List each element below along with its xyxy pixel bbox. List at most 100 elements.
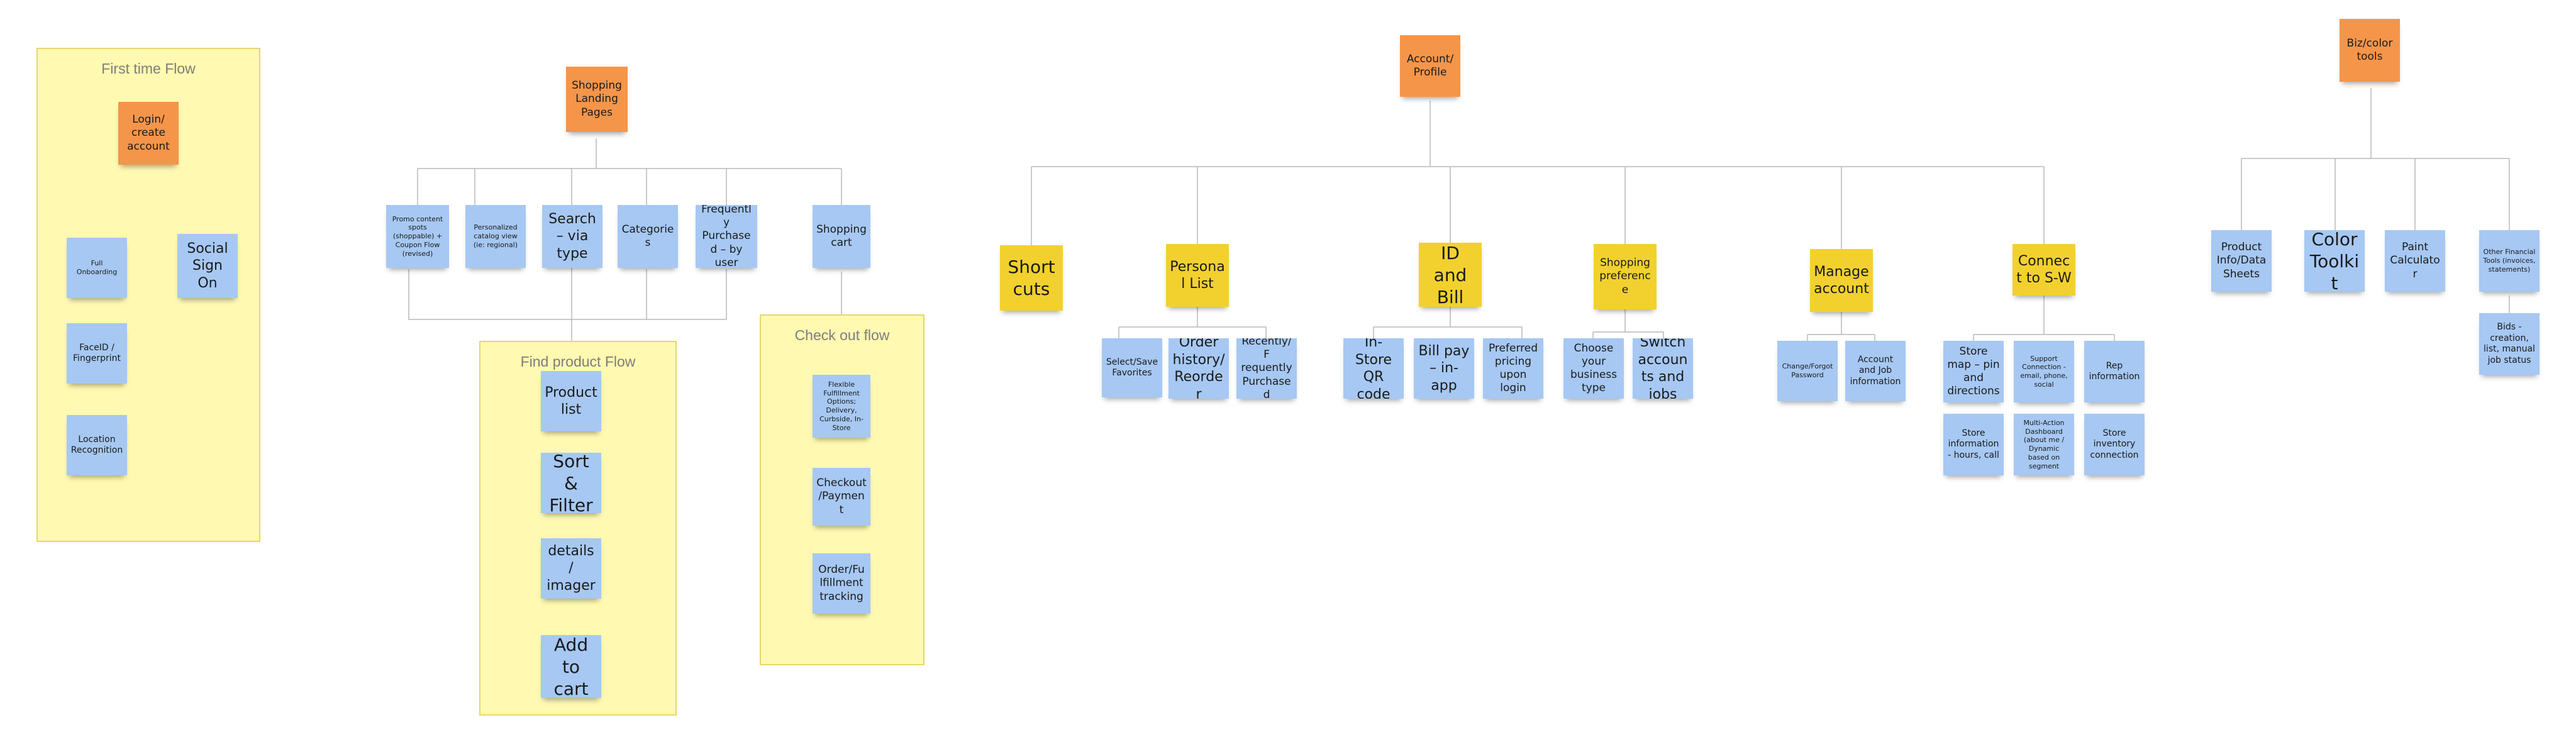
note-order-history-reorder[interactable]: Order history/ Reorder [1169,338,1229,399]
frame-title: Check out flow [794,327,890,343]
note-store-information[interactable]: Store information - hours, call [1943,414,2004,475]
note-connect-to-sw[interactable]: Connect to S-W [2012,244,2075,296]
note-color-toolkit[interactable]: Color Toolkit [2304,230,2365,292]
note-text: Store inventory connection [2090,428,2139,460]
note-paint-calculator[interactable]: Paint Calculator [2385,230,2445,292]
note-text: Social Sign On [187,240,228,291]
note-text: Bill pay – in-app [1418,343,1470,394]
note-text: Preferred pricing upon login [1488,341,1538,395]
note-promo-content-spots[interactable]: Promo content spots (shoppable) + Coupon… [386,205,449,268]
note-preferred-pricing[interactable]: Preferred pricing upon login [1483,338,1543,399]
note-location-recognition[interactable]: Location Recognition [67,415,127,475]
note-switch-accounts-jobs[interactable]: Switch accounts and jobs [1633,338,1693,399]
note-rep-information[interactable]: Rep information [2084,341,2145,402]
note-store-map[interactable]: Store map – pin and directions [1943,341,2004,402]
note-shopping-preference[interactable]: Shopping preference [1594,244,1657,309]
note-bill-pay-in-app[interactable]: Bill pay – in-app [1414,338,1474,399]
note-text: Product Info/Data Sheets [2216,241,2267,280]
note-text: Full Onboarding [76,259,118,276]
note-frequently-purchased[interactable]: Frequently Purchased – by user [696,205,757,268]
note-text: Manage account [1814,263,1869,297]
note-text: Recently/F requently Purchased [1241,338,1292,399]
frame-title: First time Flow [101,60,196,77]
note-text: Shopping preference [1599,257,1651,296]
note-text: Account and Job information [1850,354,1901,387]
note-text: Color Toolkit [2309,230,2360,292]
note-text: Rep information [2089,360,2140,382]
note-text: Connect to S-W [2016,253,2072,287]
note-text: Search – via type [548,211,596,262]
note-faceid-fingerprint[interactable]: FaceID / Fingerprint [67,323,127,384]
note-text: Store information - hours, call [1948,428,1999,460]
note-product-details[interactable]: Product details / imagery [541,538,601,599]
note-text: Frequently Purchased – by user [701,205,752,268]
note-text: Product details / imagery [545,538,597,599]
note-biz-color-tools[interactable]: Biz/color tools [2340,19,2400,82]
note-choose-business-type[interactable]: Choose your business type [1563,338,1624,399]
note-short-cuts[interactable]: Short cuts [1000,245,1063,311]
note-shopping-landing-pages[interactable]: Shopping Landing Pages [566,67,628,132]
note-account-job-information[interactable]: Account and Job information [1845,341,1906,401]
note-text: Shopping cart [816,223,867,249]
note-text: Personalized catalog view (ie: regional) [473,223,518,249]
note-text: Account/ Profile [1406,52,1454,79]
note-text: ID and Bill [1433,243,1467,307]
note-personal-list[interactable]: Personal List [1166,244,1229,307]
note-text: Shopping Landing Pages [572,79,622,119]
note-change-forgot-password[interactable]: Change/Forgot Password [1777,341,1838,401]
note-support-connection[interactable]: Support Connection - email, phone, socia… [2014,341,2074,402]
note-account-profile[interactable]: Account/ Profile [1400,35,1460,97]
frame-title: Find product Flow [520,353,636,370]
note-text: Other Financial Tools (invoices, stateme… [2483,248,2536,274]
note-search-via-type[interactable]: Search – via type [542,205,602,268]
note-text: Checkout /Payment [816,477,867,516]
note-text: Flexible Fulfillment Options; Delivery, … [819,380,863,432]
note-text: In-Store QR code [1355,338,1392,399]
note-manage-account[interactable]: Manage account [1810,249,1873,312]
note-product-info-data-sheets[interactable]: Product Info/Data Sheets [2211,230,2272,292]
note-text: Order/Fu lfillment tracking [818,563,865,603]
note-add-to-cart[interactable]: Add to cart [541,635,601,698]
note-social-sign-on[interactable]: Social Sign On [177,234,238,298]
note-text: Short cuts [1008,257,1055,299]
note-flexible-fulfillment[interactable]: Flexible Fulfillment Options; Delivery, … [813,375,870,438]
note-other-financial-tools[interactable]: Other Financial Tools (invoices, stateme… [2479,230,2540,292]
note-recently-frequently-purchased[interactable]: Recently/F requently Purchased [1236,338,1297,399]
note-text: Product list [545,384,597,418]
note-text: Change/Forgot Password [1782,362,1833,379]
note-text: Categories [621,223,674,249]
note-instore-qr-code[interactable]: In-Store QR code [1343,338,1404,399]
note-text: Support Connection - email, phone, socia… [2020,354,2068,389]
note-text: Add to cart [553,635,589,698]
note-text: Login/ create account [127,113,170,153]
note-text: Store map – pin and directions [1947,345,2000,398]
note-text: Location Recognition [70,434,123,456]
note-text: Select/Save Favorites [1106,357,1158,379]
note-order-fulfillment-tracking[interactable]: Order/Fu lfillment tracking [813,553,870,614]
note-text: Promo content spots (shoppable) + Coupon… [392,214,443,258]
note-text: FaceID / Fingerprint [73,342,121,364]
note-personalized-catalog[interactable]: Personalized catalog view (ie: regional) [465,205,526,268]
note-text: Order history/ Reorder [1172,338,1225,399]
note-full-onboarding[interactable]: Full Onboarding [67,238,127,298]
note-bids[interactable]: Bids - creation, list, manual job status [2479,313,2540,375]
note-text: Paint Calculator [2390,241,2440,280]
note-text: Bids - creation, list, manual job status [2484,322,2535,365]
note-id-and-bill[interactable]: ID and Bill [1419,243,1482,307]
note-product-list[interactable]: Product list [541,371,601,431]
note-sort-filter[interactable]: Sort & Filter [541,453,601,513]
note-shopping-cart[interactable]: Shopping cart [813,205,870,268]
note-checkout-payment[interactable]: Checkout /Payment [813,468,870,526]
note-text: Personal List [1170,258,1225,292]
note-text: Biz/color tools [2346,36,2393,63]
note-text: Sort & Filter [549,453,593,513]
note-store-inventory[interactable]: Store inventory connection [2084,414,2145,475]
note-text: Choose your business type [1570,341,1618,395]
note-multi-action-dashboard[interactable]: Multi-Action Dashboard (about me / Dynam… [2014,414,2074,475]
note-login-create-account[interactable]: Login/ create account [118,102,179,165]
note-text: Switch accounts and jobs [1638,338,1688,399]
note-text: Multi-Action Dashboard (about me / Dynam… [2023,418,2065,470]
note-select-save-favorites[interactable]: Select/Save Favorites [1102,338,1162,397]
note-categories[interactable]: Categories [618,205,678,268]
